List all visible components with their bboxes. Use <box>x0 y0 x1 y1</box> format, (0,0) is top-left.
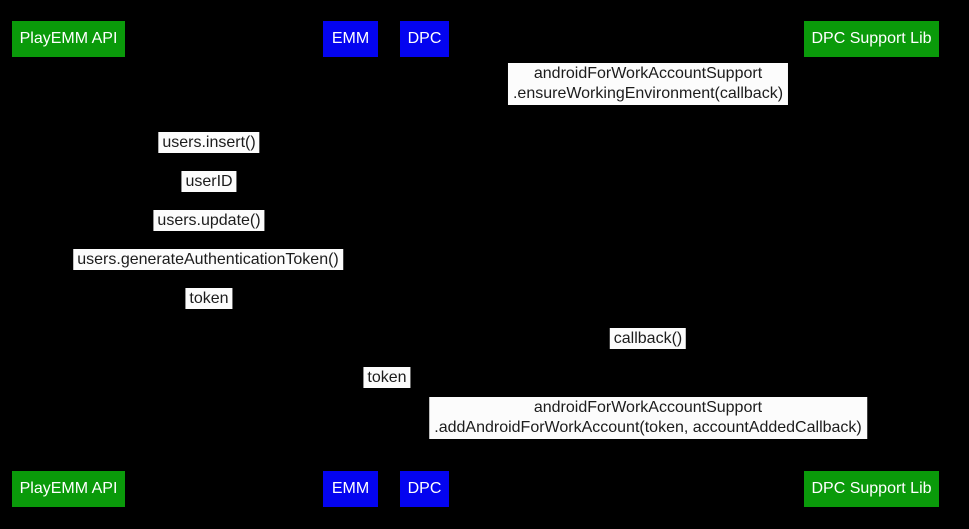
message-line: androidForWorkAccountSupport <box>533 399 763 416</box>
message-userid: userID <box>181 171 237 192</box>
actor-playemm-api-top: PlayEMM API <box>12 21 125 57</box>
message-ensure-working-environment: androidForWorkAccountSupport .ensureWork… <box>507 63 789 105</box>
message-users-insert: users.insert() <box>158 132 260 153</box>
message-line: androidForWorkAccountSupport <box>533 65 763 82</box>
actor-dpc-top: DPC <box>400 21 449 57</box>
actor-dpc-support-lib-top: DPC Support Lib <box>804 21 939 57</box>
actor-playemm-api-bottom: PlayEMM API <box>12 471 125 507</box>
message-callback: callback() <box>609 328 687 349</box>
actor-emm-top: EMM <box>323 21 378 57</box>
message-users-update: users.update() <box>153 210 265 231</box>
message-token-forward: token <box>363 367 411 388</box>
message-line: .addAndroidForWorkAccount(token, account… <box>434 419 862 436</box>
actor-dpc-support-lib-bottom: DPC Support Lib <box>804 471 939 507</box>
message-line: .ensureWorkingEnvironment(callback) <box>512 85 784 102</box>
actor-emm-bottom: EMM <box>323 471 378 507</box>
message-token-return: token <box>185 288 233 309</box>
message-add-android-for-work-account: androidForWorkAccountSupport .addAndroid… <box>429 397 867 439</box>
actor-dpc-bottom: DPC <box>400 471 449 507</box>
message-generate-authentication-token: users.generateAuthenticationToken() <box>73 249 343 270</box>
